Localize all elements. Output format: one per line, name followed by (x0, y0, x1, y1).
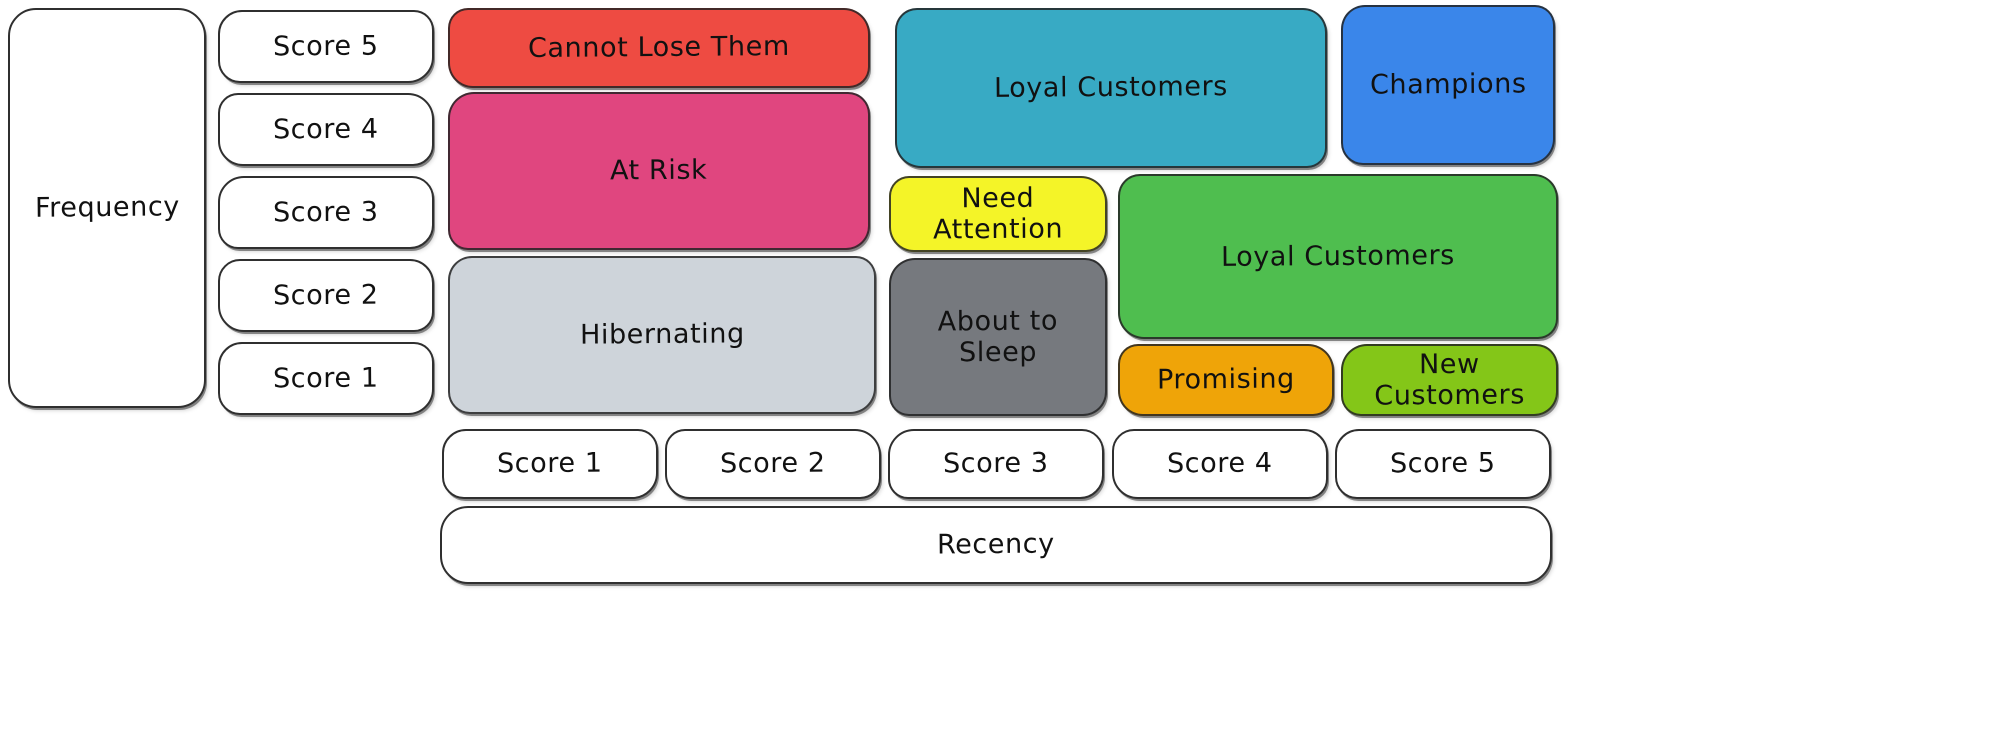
recency-score-2[interactable]: Score 2 (665, 429, 881, 499)
recency-score-1-label: Score 1 (497, 448, 603, 480)
segment-loyal-customers-right[interactable]: Loyal Customers (1118, 174, 1558, 339)
segment-cannot-lose-them-label: Cannot Lose Them (527, 31, 791, 65)
segment-need-attention[interactable]: Need Attention (889, 176, 1107, 252)
frequency-score-5-label: Score 5 (273, 30, 379, 63)
segment-loyal-customers-top-label: Loyal Customers (993, 71, 1229, 105)
segment-at-risk[interactable]: At Risk (448, 92, 870, 250)
segment-new-customers-label: New Customers (1374, 348, 1526, 412)
recency-score-4[interactable]: Score 4 (1112, 429, 1328, 499)
recency-axis-label: Recency (440, 506, 1552, 584)
recency-score-2-label: Score 2 (720, 448, 826, 480)
recency-score-1[interactable]: Score 1 (442, 429, 658, 499)
frequency-score-4-label: Score 4 (273, 113, 379, 146)
segment-hibernating-label: Hibernating (579, 318, 745, 352)
segment-promising-label: Promising (1156, 363, 1296, 397)
recency-score-4-label: Score 4 (1167, 448, 1273, 480)
recency-score-3-label: Score 3 (943, 448, 1049, 480)
segment-champions[interactable]: Champions (1341, 5, 1555, 165)
recency-score-3[interactable]: Score 3 (888, 429, 1104, 499)
frequency-axis-label: Frequency (8, 8, 206, 408)
segment-loyal-customers-top[interactable]: Loyal Customers (895, 8, 1327, 168)
frequency-score-1[interactable]: Score 1 (218, 342, 434, 415)
recency-score-5-label: Score 5 (1390, 448, 1496, 480)
segment-need-attention-label: Need Attention (932, 182, 1064, 246)
segment-about-to-sleep-label: About to Sleep (937, 305, 1059, 369)
frequency-score-3-label: Score 3 (273, 196, 379, 229)
segment-at-risk-label: At Risk (610, 155, 708, 187)
segment-new-customers[interactable]: New Customers (1341, 344, 1558, 416)
frequency-axis-text: Frequency (34, 191, 180, 225)
frequency-score-1-label: Score 1 (273, 362, 379, 395)
frequency-score-5[interactable]: Score 5 (218, 10, 434, 83)
frequency-score-2-label: Score 2 (273, 279, 379, 312)
segment-champions-label: Champions (1369, 68, 1527, 102)
segment-loyal-customers-right-label: Loyal Customers (1220, 240, 1456, 273)
frequency-score-4[interactable]: Score 4 (218, 93, 434, 166)
segment-hibernating[interactable]: Hibernating (448, 256, 876, 414)
frequency-score-3[interactable]: Score 3 (218, 176, 434, 249)
segment-about-to-sleep[interactable]: About to Sleep (889, 258, 1107, 416)
frequency-score-2[interactable]: Score 2 (218, 259, 434, 332)
recency-score-5[interactable]: Score 5 (1335, 429, 1551, 499)
segment-promising[interactable]: Promising (1118, 344, 1334, 416)
recency-axis-text: Recency (936, 529, 1055, 561)
segment-cannot-lose-them[interactable]: Cannot Lose Them (448, 8, 870, 88)
